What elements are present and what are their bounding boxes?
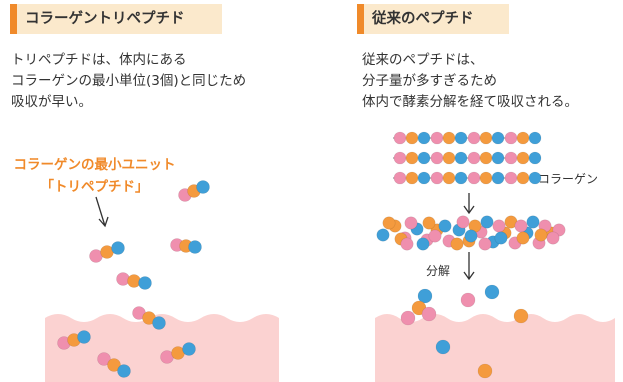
molecule-ball <box>382 216 396 230</box>
breakdown-label: 分解 <box>426 264 451 278</box>
peptide-molecules <box>376 131 566 379</box>
tissue-area <box>375 314 615 382</box>
molecule-ball <box>528 131 542 145</box>
molecule-ball <box>479 131 493 145</box>
molecule-ball <box>428 229 442 243</box>
right-description-line-2: 分子量が多すぎるため <box>362 73 497 89</box>
molecule-ball <box>480 215 494 229</box>
tripeptide-illustration <box>45 180 279 382</box>
molecule-ball <box>450 237 464 251</box>
molecule-ball <box>152 316 166 330</box>
molecule-ball <box>422 216 436 230</box>
molecule-ball <box>454 151 468 165</box>
molecule-ball <box>405 131 419 145</box>
molecule-ball <box>405 151 419 165</box>
molecule-ball <box>188 240 202 254</box>
molecule-ball <box>454 131 468 145</box>
molecule-ball <box>478 237 492 251</box>
molecule-ball <box>417 151 431 165</box>
molecule-ball <box>97 352 111 366</box>
molecule-ball <box>430 131 444 145</box>
molecule-ball <box>404 216 418 230</box>
left-description-line-3: 吸収が早い。 <box>11 94 92 110</box>
molecule-ball <box>417 288 433 304</box>
molecule-ball <box>467 171 481 185</box>
molecule-ball <box>376 228 390 242</box>
right-description-line-3: 体内で酵素分解を経て吸収される。 <box>362 94 578 110</box>
molecule-ball <box>107 358 121 372</box>
molecule-ball <box>516 231 530 245</box>
molecule-ball <box>400 310 416 326</box>
molecule-ball <box>492 219 506 233</box>
molecule-ball <box>417 171 431 185</box>
molecule-ball <box>442 171 456 185</box>
molecule-ball <box>504 131 518 145</box>
tripeptide-molecules <box>57 180 210 378</box>
collagen-label: コラーゲン <box>538 172 599 186</box>
callout-line-2: 「トリペプチド」 <box>40 179 149 195</box>
molecule-ball <box>421 306 437 322</box>
down-arrow-1 <box>463 193 475 215</box>
peptide-illustration <box>375 131 615 382</box>
molecule-ball <box>393 151 407 165</box>
molecule-ball <box>513 308 529 324</box>
right-panel-title: 従来のペプチド <box>357 4 509 34</box>
molecule-ball <box>117 364 131 378</box>
molecule-ball <box>514 219 528 233</box>
molecule-ball <box>504 171 518 185</box>
molecule-ball <box>467 151 481 165</box>
molecule-ball <box>528 151 542 165</box>
molecule-ball <box>516 171 530 185</box>
molecule-ball <box>430 171 444 185</box>
left-description-line-1: トリペプチドは、体内にある <box>11 52 187 68</box>
molecule-ball <box>494 231 508 245</box>
molecule-ball <box>400 237 414 251</box>
collagen-tripeptide-panel: コラーゲントリペプチド トリペプチドは、体内にある コラーゲンの最小単位(3個)… <box>0 0 300 382</box>
molecule-ball <box>491 171 505 185</box>
left-description-line-2: コラーゲンの最小単位(3個)と同じため <box>11 73 247 89</box>
molecule-ball <box>526 215 540 229</box>
left-panel-title: コラーゲントリペプチド <box>10 4 222 34</box>
molecule-ball <box>430 151 444 165</box>
callout-line-1: コラーゲンの最小ユニット <box>13 157 176 173</box>
molecule-ball <box>484 284 500 300</box>
molecule-ball <box>77 330 91 344</box>
molecule-ball <box>417 131 431 145</box>
right-description-line-1: 従来のペプチドは、 <box>362 52 484 68</box>
molecule-ball <box>416 237 430 251</box>
molecule-ball <box>491 151 505 165</box>
tripeptide-callout: コラーゲンの最小ユニット 「トリペプチド」 <box>12 154 177 198</box>
callout-arrow <box>95 196 109 228</box>
molecule-ball <box>479 151 493 165</box>
molecule-ball <box>111 241 125 255</box>
molecule-ball <box>504 151 518 165</box>
molecule-ball <box>477 363 493 379</box>
molecule-ball <box>516 151 530 165</box>
molecule-ball <box>438 219 452 233</box>
molecule-ball <box>516 131 530 145</box>
molecule-ball <box>456 215 470 229</box>
molecule-ball <box>491 131 505 145</box>
molecule-ball <box>196 180 210 194</box>
molecule-ball <box>479 171 493 185</box>
molecule-ball <box>464 229 478 243</box>
right-description: 従来のペプチドは、 分子量が多すぎるため 体内で酵素分解を経て吸収される。 <box>362 50 578 113</box>
molecule-ball <box>393 171 407 185</box>
molecule-ball <box>442 151 456 165</box>
molecule-ball <box>435 339 451 355</box>
molecule-ball <box>442 131 456 145</box>
down-arrow-2 <box>463 252 475 281</box>
molecule-ball <box>467 131 481 145</box>
conventional-peptide-panel: 従来のペプチド 従来のペプチドは、 分子量が多すぎるため 体内で酵素分解を経て吸… <box>345 0 623 382</box>
molecule-ball <box>138 276 152 290</box>
molecule-ball <box>405 171 419 185</box>
molecule-ball <box>460 292 476 308</box>
molecule-ball <box>393 131 407 145</box>
molecule-ball <box>546 231 560 245</box>
molecule-ball <box>534 228 548 242</box>
molecule-ball <box>528 171 542 185</box>
molecule-ball <box>182 342 196 356</box>
molecule-ball <box>454 171 468 185</box>
left-description: トリペプチドは、体内にある コラーゲンの最小単位(3個)と同じため 吸収が早い。 <box>11 50 246 113</box>
